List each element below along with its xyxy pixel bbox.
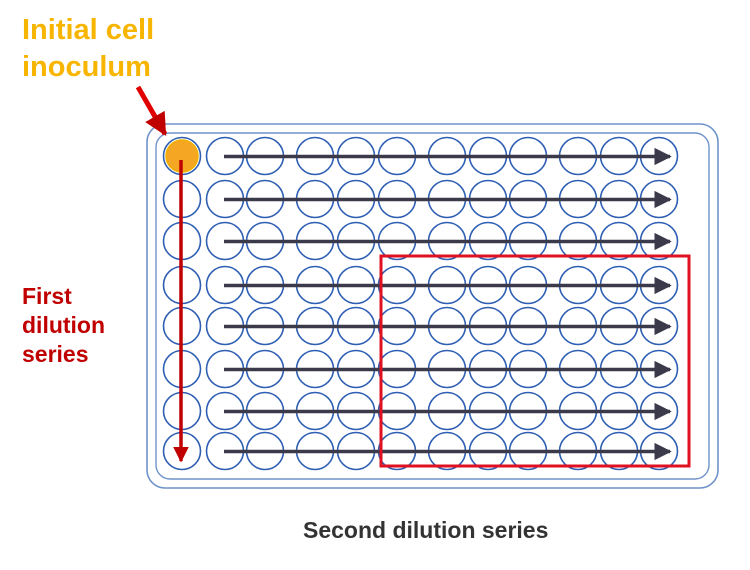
initial-inoculum-label: Initial cell inoculum [22,12,242,86]
second-dilution-label: Second dilution series [303,517,549,543]
plate-inner-outline [155,132,710,480]
first-dilution-label: First dilution series [22,282,142,369]
initial-label-line-1: Initial cell [22,14,155,46]
inoculum-pointer-arrow [135,85,168,136]
first-label-line-2: dilution [22,312,106,338]
wells-group [162,136,679,471]
row-arrows-group [224,147,672,461]
first-label-line-3: series [22,341,89,367]
initial-label-line-2: inoculum [22,51,151,83]
plate-outer-outline [146,123,719,489]
second-dilution-highlight [379,254,691,468]
first-label-line-1: First [22,283,72,309]
